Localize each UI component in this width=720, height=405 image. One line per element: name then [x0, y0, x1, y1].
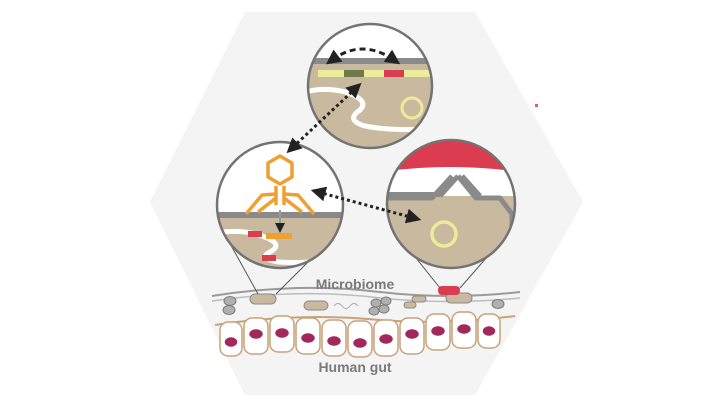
microbe-rod: [411, 295, 427, 303]
gut-layer: Microbiome Human gut: [211, 276, 521, 375]
plasmid-ring-icon: [400, 96, 424, 120]
swap-arrow: [325, 47, 401, 65]
chromosome-segments: [318, 70, 430, 77]
gene-green: [344, 70, 364, 77]
microbe-cocci-cluster: [222, 296, 505, 316]
gene-red: [384, 70, 404, 77]
cell-nuclei: [223, 322, 497, 350]
microbe-rod: [403, 301, 417, 309]
transfer-arrows: [286, 82, 422, 224]
gene-orange: [266, 233, 292, 239]
plasmid-ring-icon: [430, 220, 458, 248]
zoom-circle-left: [215, 140, 345, 270]
arrow-left-right: [310, 186, 422, 224]
microbe-red: [438, 286, 460, 295]
microbiome-line: [211, 286, 521, 297]
microbe-rod: [249, 293, 277, 305]
gene-red: [262, 255, 276, 261]
decorative-speck: [535, 104, 538, 107]
bacteriophage-icon: [244, 154, 316, 216]
human-gut-label: Human gut: [318, 359, 391, 375]
pilus-icon: [438, 174, 482, 198]
arrow-top-left: [286, 82, 362, 154]
squiggle-microbe: [333, 303, 359, 309]
gene-red: [248, 231, 262, 237]
microbe-rod: [303, 300, 329, 311]
microbiome-label: Microbiome: [316, 276, 395, 292]
